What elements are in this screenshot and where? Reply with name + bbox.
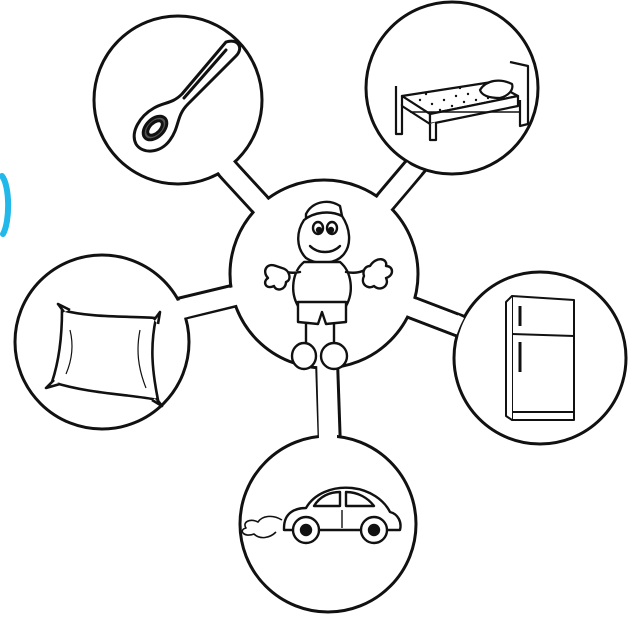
refrigerator-icon [506, 296, 574, 420]
cyan-accent-mark [0, 172, 12, 238]
